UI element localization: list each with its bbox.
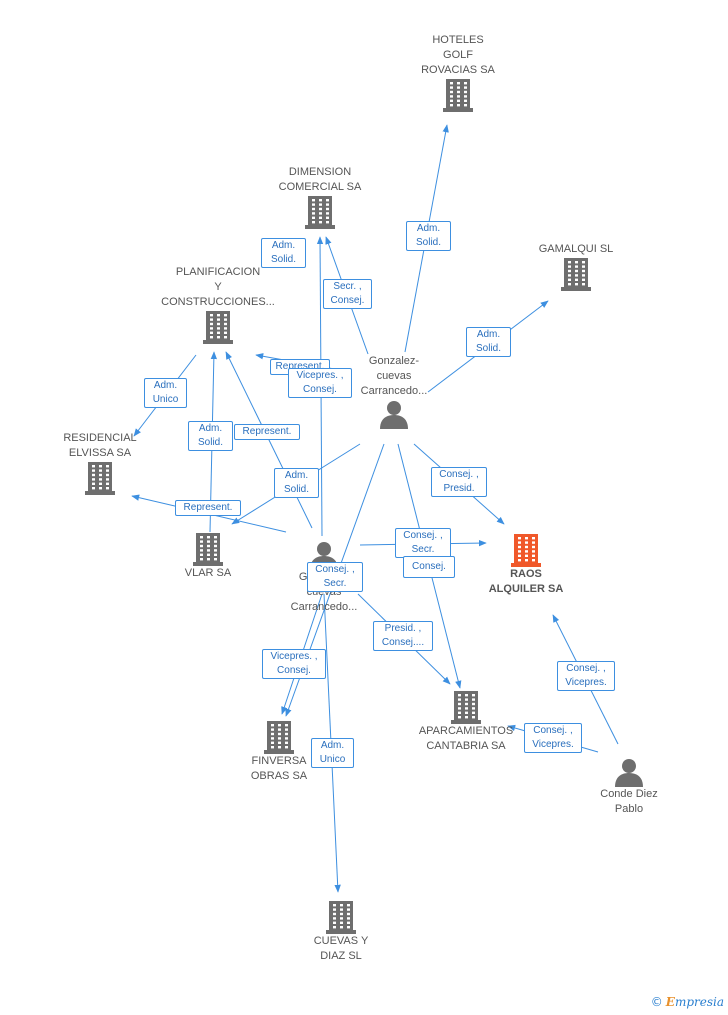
edge-label-presid-consej-aparcamientos[interactable]: Presid. , Consej.... (373, 621, 433, 651)
edge-label-consej-presid-raos[interactable]: Consej. , Presid. (431, 467, 487, 497)
company-cuevas-y-diaz[interactable]: CUEVAS Y DIAZ SL (296, 900, 386, 964)
edge-planif-represent-2 (225, 351, 313, 529)
company-finversa-obras[interactable]: FINVERSA OBRAS SA (234, 720, 324, 784)
building-icon (52, 461, 148, 495)
brand-initial: E (665, 995, 675, 1009)
brand-name: mpresia (674, 995, 724, 1009)
company-label: RAOS ALQUILER SA (488, 568, 564, 595)
company-label: VLAR SA (184, 567, 232, 579)
company-label: DIMENSION COMERCIAL SA (278, 166, 362, 193)
company-hoteles-golf-rovacias[interactable]: HOTELES GOLF ROVACIAS SA (408, 33, 508, 112)
company-raos-alquiler[interactable]: RAOS ALQUILER SA (474, 533, 578, 597)
building-icon (408, 78, 508, 112)
copyright-symbol: © (650, 995, 663, 1009)
person-icon (584, 757, 674, 787)
edge-label-vicepres-consej-finversa[interactable]: Vicepres. , Consej. (262, 649, 326, 679)
person-label: Gonzalez- cuevas Carrancedo... (360, 355, 428, 397)
company-label: FINVERSA OBRAS SA (250, 755, 308, 782)
building-icon (412, 690, 520, 724)
company-label: PLANIFICACION Y CONSTRUCCIONES... (161, 266, 275, 308)
edge-label-adm-solid-dimension[interactable]: Adm. Solid. (261, 238, 306, 268)
company-label: CUEVAS Y DIAZ SL (313, 935, 369, 962)
edge-label-consej-secr-finversa[interactable]: Consej. , Secr. (307, 562, 363, 592)
building-icon (474, 533, 578, 567)
edge-label-consej-vicepres-raos[interactable]: Consej. , Vicepres. (557, 661, 615, 691)
company-planificacion[interactable]: PLANIFICACION Y CONSTRUCCIONES... (158, 265, 278, 344)
edge-label-represent-planif-2[interactable]: Represent. (234, 424, 300, 440)
company-label: RESIDENCIAL ELVISSA SA (63, 432, 137, 459)
building-icon (158, 310, 278, 344)
company-label: GAMALQUI SL (538, 243, 614, 255)
building-icon (526, 257, 626, 291)
company-aparcamientos-cantabria[interactable]: APARCAMIENTOS CANTABRIA SA (412, 690, 520, 754)
edge-label-consej-secr-raos[interactable]: Consej. , Secr. (395, 528, 451, 558)
edge-label-represent-residencial[interactable]: Represent. (175, 500, 241, 516)
edge-label-adm-solid-vlar[interactable]: Adm. Solid. (274, 468, 319, 498)
person-label: Conde Diez Pablo (600, 788, 658, 815)
company-label: HOTELES GOLF ROVACIAS SA (421, 34, 495, 76)
edge-label-adm-unico-residencial[interactable]: Adm. Unico (144, 378, 187, 408)
company-dimension-comercial[interactable]: DIMENSION COMERCIAL SA (268, 165, 372, 229)
building-icon (234, 720, 324, 754)
edge-label-adm-solid-gamalqui[interactable]: Adm. Solid. (466, 327, 511, 357)
company-vlar[interactable]: VLAR SA (168, 532, 248, 581)
building-icon (168, 532, 248, 566)
edge-label-consej-vicepres-aparcamientos[interactable]: Consej. , Vicepres. (524, 723, 582, 753)
edge-label-adm-unico-cuevas[interactable]: Adm. Unico (311, 738, 354, 768)
company-residencial-elvissa[interactable]: RESIDENCIAL ELVISSA SA (52, 431, 148, 495)
building-icon (268, 195, 372, 229)
edge-label-secr-consej-dimension[interactable]: Secr. , Consej. (323, 279, 372, 309)
edge-label-consej-aparcamientos[interactable]: Consej. (403, 556, 455, 578)
company-label: APARCAMIENTOS CANTABRIA SA (418, 725, 514, 752)
person-icon (344, 399, 444, 429)
building-icon (296, 900, 386, 934)
edge-label-adm-solid-planif[interactable]: Adm. Solid. (188, 421, 233, 451)
edge-label-vicepres-consej-dimension[interactable]: Vicepres. , Consej. (288, 368, 352, 398)
edge-label-adm-solid-hoteles[interactable]: Adm. Solid. (406, 221, 451, 251)
person-conde-diez-pablo[interactable]: Conde Diez Pablo (584, 757, 674, 817)
company-gamalqui[interactable]: GAMALQUI SL (526, 242, 626, 291)
person-gonzalez-cuevas-1[interactable]: Gonzalez- cuevas Carrancedo... (344, 354, 444, 429)
empresia-logo: ©Empresia (651, 995, 724, 1009)
